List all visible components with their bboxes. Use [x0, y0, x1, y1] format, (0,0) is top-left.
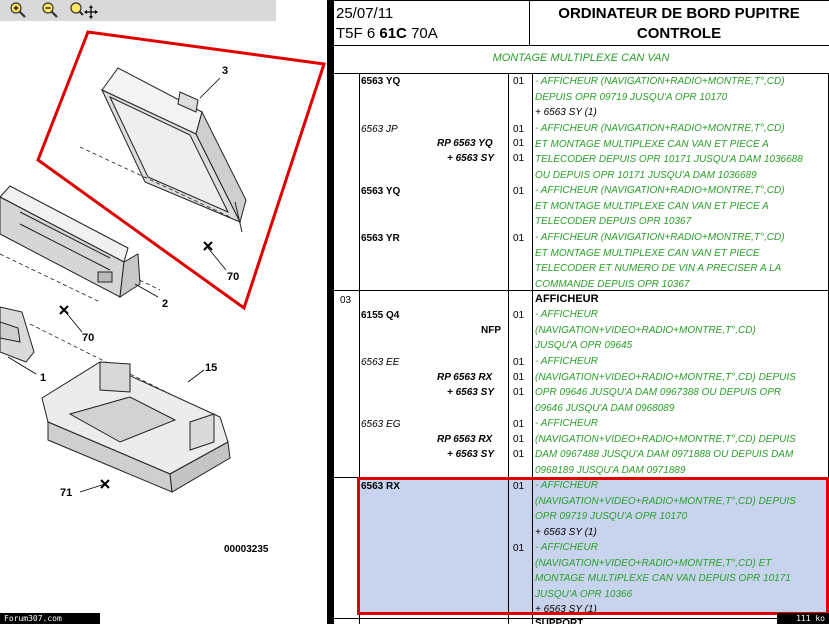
position-number: 03: [340, 295, 352, 306]
ref-cell[interactable]: 6563 JP: [361, 124, 398, 135]
ref-cell[interactable]: 6563 EG: [361, 419, 401, 430]
qty-cell: 01: [513, 310, 525, 321]
zoom-out-icon[interactable]: [40, 1, 60, 20]
figure-number: 00003235: [224, 544, 269, 555]
description-cell: - AFFICHEUR(NAVIGATION+VIDEO+RADIO+MONTR…: [535, 309, 756, 351]
callout-71: 71: [60, 487, 73, 499]
qty-cell: 01: [513, 543, 525, 554]
ref-addition[interactable]: + 6563 SY: [447, 387, 494, 398]
ref-replacement[interactable]: RP 6563 YQ: [437, 138, 493, 149]
qty-cell: 01: [513, 138, 525, 149]
callout-70-b: 70: [82, 332, 95, 344]
qty-cell: 01: [513, 481, 525, 492]
selected-row-highlight: [359, 479, 828, 612]
parts-list-pane: 25/07/11 T5F 6 61C 70A ORDINATEUR DE BOR…: [333, 0, 829, 624]
callout-2: 2: [162, 298, 169, 310]
description-cell: - AFFICHEUR(NAVIGATION+VIDEO+RADIO+MONTR…: [535, 418, 796, 476]
ref-cell[interactable]: 6563 YQ: [361, 186, 401, 197]
qty-cell: 01: [513, 434, 525, 445]
qty-cell: 01: [513, 449, 525, 460]
qty-cell: 01: [513, 372, 525, 383]
ref-cell[interactable]: 6563 YR: [361, 233, 400, 244]
qty-cell: 01: [513, 76, 525, 87]
callout-3: 3: [222, 65, 229, 77]
qty-cell: 01: [513, 153, 525, 164]
callout-70-a: 70: [227, 271, 240, 283]
right-status-bar: 111 ko: [777, 613, 829, 624]
next-section-heading: SUPPORT: [535, 618, 584, 624]
callout-15: 15: [205, 362, 218, 374]
header-subtitle: MONTAGE MULTIPLEXE CAN VAN: [492, 52, 670, 64]
qty-cell: 01: [513, 186, 525, 197]
part-1-bracket: [0, 306, 35, 363]
zoom-in-icon[interactable]: [8, 1, 28, 20]
ref-addition[interactable]: + 6563 SY: [447, 153, 494, 164]
description-cell: - AFFICHEUR (NAVIGATION+RADIO+MONTRE,T°,…: [535, 185, 785, 227]
ref-note: NFP: [481, 325, 501, 336]
pane-divider[interactable]: [327, 0, 333, 624]
qty-cell: 01: [513, 124, 525, 135]
description-cell: - AFFICHEUR (NAVIGATION+RADIO+MONTRE,T°,…: [535, 76, 785, 118]
qty-cell: 01: [513, 419, 525, 430]
section-heading: AFFICHEUR: [535, 293, 599, 305]
left-status-bar: Forum307.com: [0, 613, 100, 624]
header-date: 25/07/11: [336, 5, 394, 22]
description-cell: - AFFICHEUR(NAVIGATION+VIDEO+RADIO+MONTR…: [535, 480, 796, 615]
qty-cell: 01: [513, 387, 525, 398]
part-2-control-panel: [0, 185, 141, 298]
ref-replacement[interactable]: RP 6563 RX: [437, 372, 493, 383]
highlight-red-frame: [36, 30, 326, 311]
qty-cell: 01: [513, 357, 525, 368]
ref-cell[interactable]: 6155 Q4: [361, 310, 400, 321]
viewer-toolbar: [0, 0, 276, 21]
callout-1: 1: [40, 372, 47, 384]
ref-cell[interactable]: 6563 YQ: [361, 76, 401, 87]
header-code: T5F 6 61C 70A: [336, 25, 438, 42]
exploded-parts-diagram: [0, 67, 247, 493]
part-15-support: [41, 361, 231, 493]
ref-addition[interactable]: + 6563 SY: [447, 449, 494, 460]
selection-red-frame: [357, 477, 829, 615]
description-cell: - AFFICHEUR(NAVIGATION+VIDEO+RADIO+MONTR…: [535, 356, 796, 414]
qty-cell: 01: [513, 233, 525, 244]
description-cell: - AFFICHEUR (NAVIGATION+RADIO+MONTRE,T°,…: [535, 232, 785, 290]
description-cell: - AFFICHEUR (NAVIGATION+RADIO+MONTRE,T°,…: [535, 123, 803, 181]
ref-replacement[interactable]: RP 6563 RX: [437, 434, 493, 445]
zoom-pan-icon[interactable]: [68, 1, 98, 20]
part-3-display: [100, 67, 247, 233]
ref-cell[interactable]: 6563 EE: [361, 357, 400, 368]
ref-cell-selected[interactable]: 6563 RX: [361, 481, 400, 492]
